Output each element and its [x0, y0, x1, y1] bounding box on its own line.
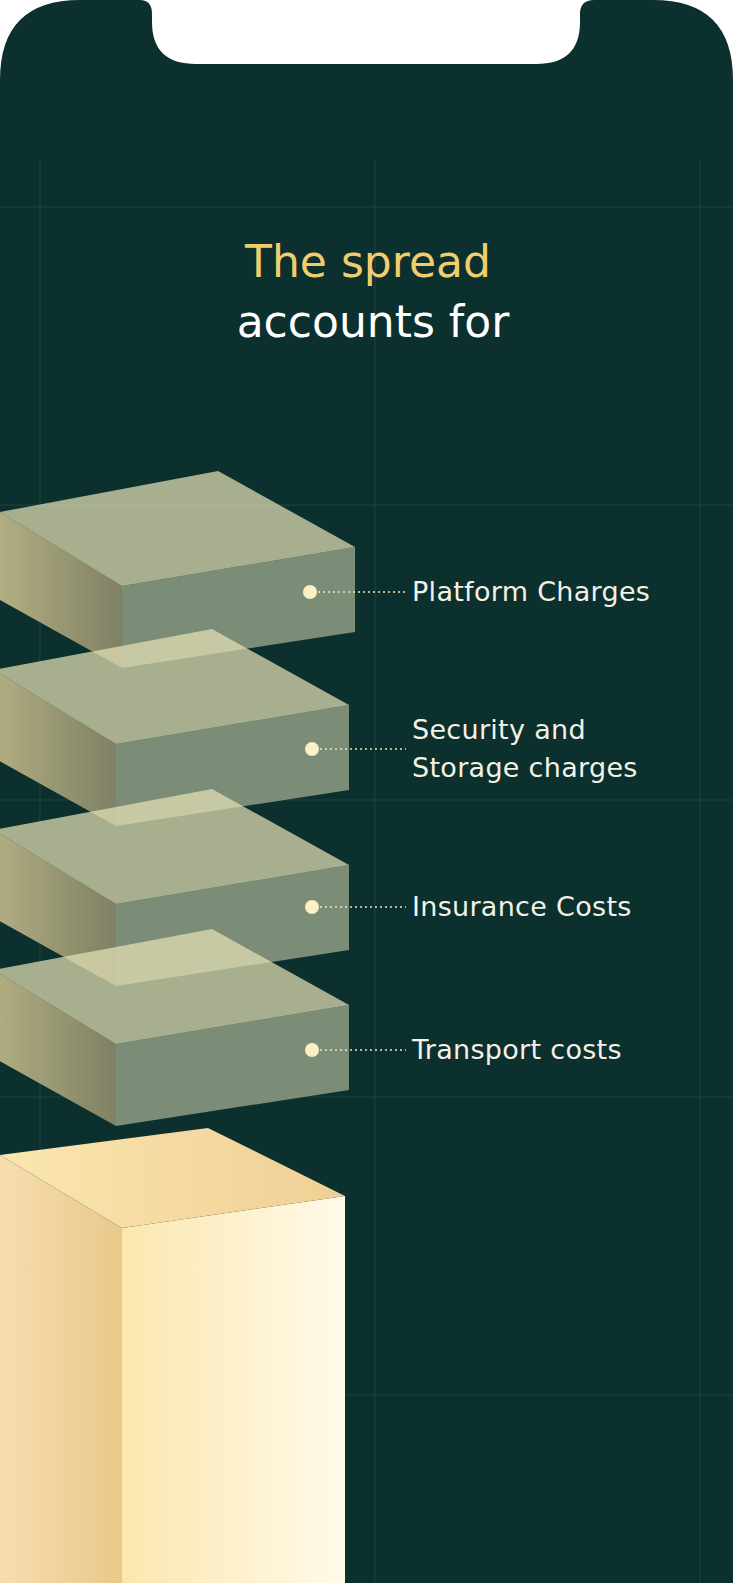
gold-bar	[0, 1128, 345, 1583]
leader-line	[320, 906, 406, 908]
callout-label: Transport costs	[412, 1031, 702, 1069]
leader-line	[320, 1049, 406, 1051]
leader-lines	[303, 585, 406, 1057]
leader-dot	[303, 585, 317, 599]
heading: The spread	[245, 236, 491, 289]
callout-label: Security and Storage charges	[412, 711, 702, 787]
callout-label: Insurance Costs	[412, 888, 702, 926]
subheading: accounts for	[237, 296, 510, 349]
leader-dot	[305, 1043, 319, 1057]
leader-dot	[305, 742, 319, 756]
leader-line	[320, 748, 406, 750]
leader-dot	[305, 900, 319, 914]
cost-slabs	[0, 471, 355, 1126]
cost-slab	[0, 929, 349, 1126]
leader-line	[318, 591, 406, 593]
callout-label: Platform Charges	[412, 573, 702, 611]
